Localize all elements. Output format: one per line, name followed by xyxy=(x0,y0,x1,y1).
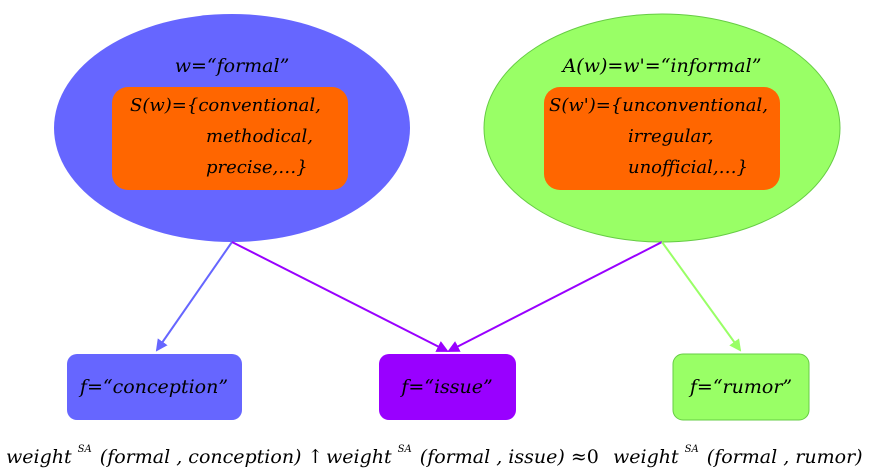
formal-synonyms-line-2: methodical, xyxy=(206,126,313,147)
caption-issue-sup: SA xyxy=(398,444,412,455)
feature-label-issue: f=“issue” xyxy=(399,376,492,398)
caption-rumor: weight SA (formal , rumor) ↓ xyxy=(613,435,871,468)
feature-box-issue xyxy=(379,354,516,420)
caption-conception-sup: SA xyxy=(78,444,92,455)
feature-box-rumor xyxy=(672,353,810,421)
informal-synonyms-line-1: S(w')={unconventional, xyxy=(549,95,768,116)
informal-synonyms-box xyxy=(544,87,780,190)
arrow-informal-to-issue xyxy=(447,241,663,352)
feature-label-rumor: f=“rumor” xyxy=(688,376,792,398)
informal-synonyms-line-3: unofficial,…} xyxy=(628,157,748,178)
feature-box-conception xyxy=(67,354,242,420)
formal-synonyms-box xyxy=(112,87,348,190)
caption-rumor-base: weight xyxy=(613,446,679,468)
caption-rumor-indicator: ↓ xyxy=(869,446,871,468)
formal-word-label: w=“formal” xyxy=(175,55,290,77)
caption-rumor-args: (formal , rumor) xyxy=(707,446,863,468)
svg-text:weight SA (formal: weight SA (formal , conception) ↑ xyxy=(6,435,323,468)
feature-label-conception: f=“conception” xyxy=(78,376,228,398)
arrow-formal-to-issue xyxy=(231,241,449,352)
caption-conception-args: (formal , conception) xyxy=(100,446,302,468)
informal-word-label: A(w)=w'=“informal” xyxy=(561,55,762,77)
arrow-informal-to-rumor xyxy=(661,241,742,352)
caption-issue: weight SA (formal , issue) ≈0 xyxy=(326,435,599,468)
informal-synonyms-line-2: irregular, xyxy=(628,126,714,147)
caption-issue-args: (formal , issue) xyxy=(420,446,565,468)
svg-text:weight SA (formal: weight SA (formal , issue) ≈0 xyxy=(326,435,599,468)
caption-conception: weight SA (formal , conception) ↑ xyxy=(6,435,323,468)
arrow-formal-to-conception xyxy=(155,241,233,352)
caption-conception-indicator: ↑ xyxy=(308,446,324,468)
svg-text:weight SA (formal: weight SA (formal , rumor) ↓ xyxy=(613,435,871,468)
formal-synonyms-line-1: S(w)={conventional, xyxy=(130,95,321,116)
caption-rumor-sup: SA xyxy=(685,444,699,455)
caption-conception-base: weight xyxy=(6,446,72,468)
formal-synonyms-line-3: precise,…} xyxy=(206,157,308,178)
caption-issue-indicator: ≈0 xyxy=(571,446,599,468)
caption-issue-base: weight xyxy=(326,446,392,468)
